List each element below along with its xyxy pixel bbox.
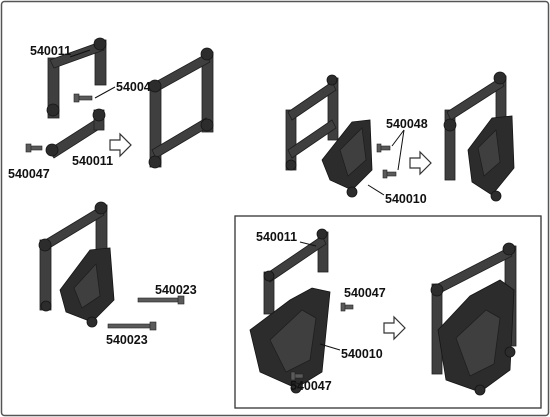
step4-mount xyxy=(249,287,331,394)
step4-box xyxy=(234,215,542,409)
label-s3-lower: 540023 xyxy=(106,333,148,347)
right-arrow-icon xyxy=(109,132,132,158)
step4-result xyxy=(430,242,517,396)
label-s1-bolt-left: 540047 xyxy=(8,167,50,181)
label-s1-bolt-right: 540047 xyxy=(116,80,158,94)
step3-long-bolts xyxy=(107,295,185,331)
step2-bolts xyxy=(376,143,397,179)
step4-bolt-top xyxy=(340,302,354,312)
step2-frame xyxy=(285,74,339,171)
label-s4-bolt-bottom: 540047 xyxy=(290,379,332,393)
right-arrow-icon xyxy=(383,315,406,341)
step1-bolt-right xyxy=(73,93,93,103)
label-s2-mount: 540010 xyxy=(385,192,427,206)
step4-bolt-bottom xyxy=(290,371,304,381)
label-s4-mount: 540010 xyxy=(341,347,383,361)
step2-result xyxy=(443,71,515,202)
step3-assembly xyxy=(38,201,115,328)
step2-mount xyxy=(321,119,373,198)
step1-frame-lower xyxy=(45,108,106,159)
label-s1-bottom: 540011 xyxy=(72,154,113,168)
right-arrow-icon xyxy=(409,150,432,176)
label-s3-upper: 540023 xyxy=(155,283,197,297)
step4-frame xyxy=(263,228,329,315)
step1-result-frame xyxy=(148,47,214,169)
label-s2-bolt: 540048 xyxy=(386,117,428,131)
label-s1-top: 540011 xyxy=(30,44,71,58)
step1-bolt-left xyxy=(25,143,43,153)
label-s4-frame: 540011 xyxy=(256,230,297,244)
label-s4-bolt-top: 540047 xyxy=(344,286,386,300)
